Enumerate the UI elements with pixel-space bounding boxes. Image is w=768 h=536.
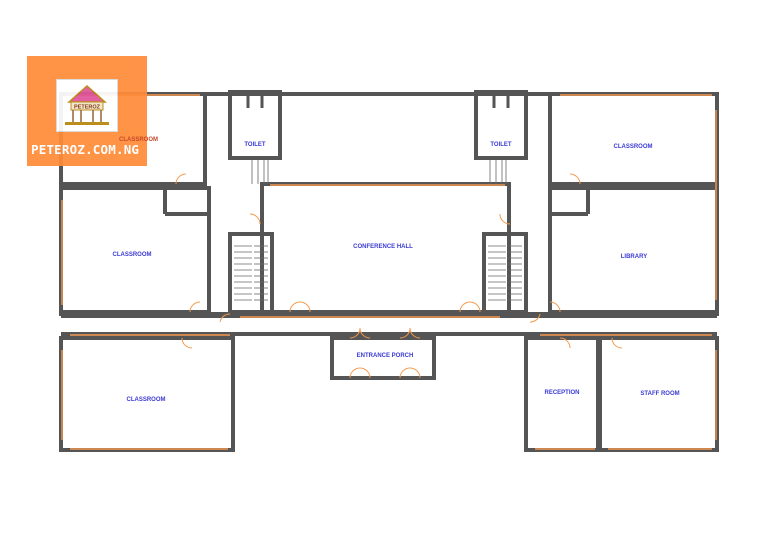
room-classroom-top-right bbox=[548, 92, 719, 186]
logo-brand-text: PETEROZ.COM.NG bbox=[31, 142, 140, 157]
logo-house-text: PETEROZ bbox=[74, 105, 101, 111]
room-toilet-left bbox=[228, 90, 282, 160]
house-icon: PETEROZ bbox=[65, 84, 109, 125]
label-reception: RECEPTION bbox=[544, 390, 579, 396]
door-swings bbox=[175, 173, 623, 379]
label-library: LIBRARY bbox=[621, 254, 647, 260]
label-classroom-left: CLASSROOM bbox=[113, 252, 152, 258]
toilet-stalls bbox=[246, 92, 510, 108]
room-toilet-right bbox=[474, 90, 528, 160]
room-entrance-porch bbox=[330, 336, 436, 380]
room-labels: TOILET TOILET CLASSROOM CLASSROOM CONFER… bbox=[113, 142, 680, 403]
label-toilet-left: TOILET bbox=[244, 142, 266, 148]
room-classroom-left bbox=[59, 186, 211, 314]
wall-outlines bbox=[59, 90, 719, 452]
room-classroom-bottom-left bbox=[59, 336, 235, 452]
label-staff-room: STAFF ROOM bbox=[640, 391, 679, 397]
stair-right bbox=[482, 232, 528, 314]
room-conference-hall bbox=[260, 182, 511, 314]
logo-frame: PETEROZ bbox=[56, 79, 118, 132]
room-staff-room bbox=[598, 336, 719, 452]
label-entrance-porch: ENTRANCE PORCH bbox=[357, 353, 414, 359]
stair-left bbox=[228, 232, 274, 314]
label-classroom-bottom-left: CLASSROOM bbox=[127, 397, 166, 403]
label-classroom-top-right: CLASSROOM bbox=[614, 144, 653, 150]
watermark-logo: PETEROZ CLASSROOM PETEROZ.COM.NG bbox=[27, 56, 158, 166]
room-library bbox=[548, 186, 719, 314]
stair-treads bbox=[234, 160, 522, 301]
label-conference-hall: CONFERENCE HALL bbox=[353, 244, 413, 250]
logo-subtitle: CLASSROOM bbox=[119, 137, 158, 143]
building-outline bbox=[59, 92, 719, 316]
label-toilet-right: TOILET bbox=[490, 142, 512, 148]
